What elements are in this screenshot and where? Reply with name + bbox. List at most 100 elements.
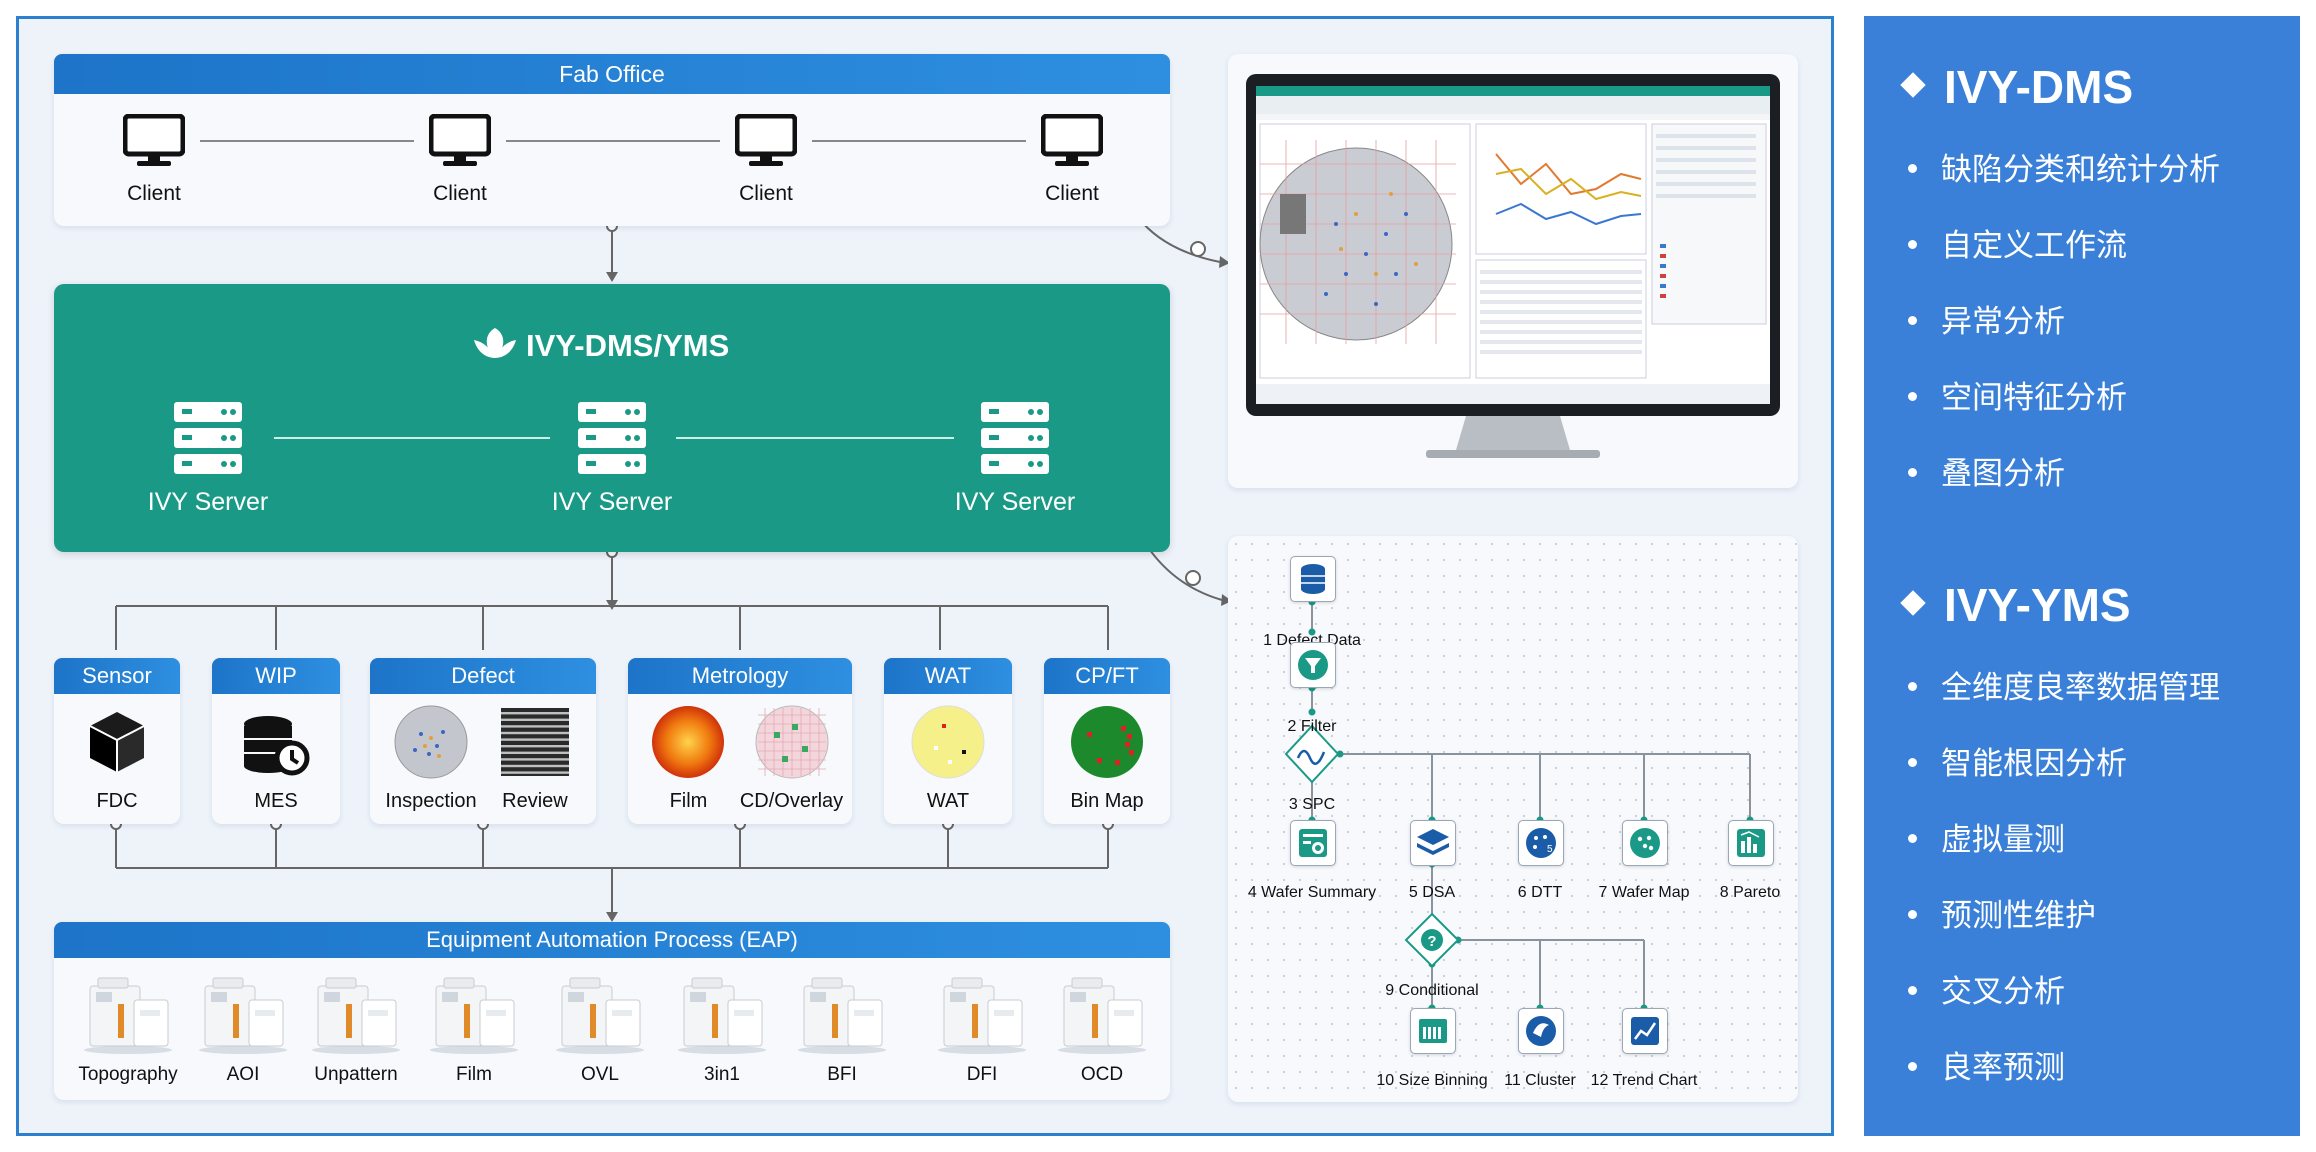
wat-wafer-icon: [911, 705, 985, 779]
workflow-node-1[interactable]: [1290, 556, 1336, 602]
workflow-links: ?: [1284, 598, 1754, 1012]
eap-panel: Equipment Automation Process (EAP) Topog…: [54, 922, 1170, 1100]
yms-title: IVY-YMS: [1944, 579, 2131, 631]
dms-feature-label: 自定义工作流: [1941, 228, 2127, 263]
diamond-bullet-icon: [1900, 72, 1926, 98]
dms-feature-item: 自定义工作流: [1908, 220, 2127, 265]
dms-feature-item: 异常分析: [1908, 296, 2065, 341]
source-wip-panel: WIP MES: [212, 658, 340, 824]
cluster-icon: [1526, 1016, 1556, 1046]
eap-tool-label: Topography: [78, 1064, 178, 1085]
eap-tool-label: Unpattern: [314, 1064, 398, 1085]
equipment-tool-icon: [556, 977, 644, 1054]
monitor-icon: [735, 114, 797, 166]
yms-feature-item: 良率预测: [1908, 1042, 2065, 1087]
monitor-icon: [123, 114, 185, 166]
workflow-node-label: 6 DTT: [1517, 884, 1563, 901]
source-item-label: Inspection: [385, 790, 477, 812]
client-label: Client: [127, 182, 181, 205]
source-item-label: MES: [254, 790, 298, 812]
bullet-icon: [1908, 986, 1917, 996]
dms-feature-label: 异常分析: [1941, 304, 2065, 339]
server-links: [274, 437, 954, 439]
workflow-node-10[interactable]: [1410, 1008, 1456, 1054]
yms-feature-label: 良率预测: [1941, 1050, 2065, 1085]
cd-overlay-wafer-icon: [755, 705, 829, 779]
equipment-tool-icon: [430, 977, 518, 1054]
yms-feature-label: 交叉分析: [1941, 974, 2065, 1009]
workflow-node-3[interactable]: [1286, 728, 1338, 780]
bullet-icon: [1908, 834, 1917, 844]
dtt-icon: 5: [1526, 828, 1556, 858]
wafer-map-icon: [1630, 828, 1660, 858]
bullet-icon: [1908, 316, 1917, 326]
workflow-node-label: 2 Filter: [1287, 718, 1337, 735]
bullet-icon: [1908, 1062, 1917, 1072]
monitor-icon: [429, 114, 491, 166]
workflow-node-2[interactable]: [1290, 642, 1336, 688]
workflow-node-12[interactable]: [1622, 1008, 1668, 1054]
workflow-node-8[interactable]: [1728, 820, 1774, 866]
dms-feature-label: 叠图分析: [1941, 456, 2065, 491]
yms-feature-item: 全维度良率数据管理: [1908, 662, 2220, 707]
yms-heading: IVY-YMS: [1900, 578, 2131, 632]
source-header: Defect: [370, 658, 596, 694]
workflow-node-label: 3 SPC: [1288, 796, 1336, 813]
equipment-tool-icon: [199, 977, 287, 1054]
layers-icon: [1417, 829, 1449, 855]
workflow-node-label: 4 Wafer Summary: [1247, 884, 1377, 901]
workflow-node-label: 8 Pareto: [1719, 884, 1781, 901]
workflow-node-5[interactable]: [1410, 820, 1456, 866]
source-header: Sensor: [54, 658, 180, 694]
source-header: WIP: [212, 658, 340, 694]
svg-text:5: 5: [1547, 844, 1553, 855]
dms-feature-label: 空间特征分析: [1941, 380, 2127, 415]
defect-wafer-icon: [394, 705, 468, 779]
bullet-icon: [1908, 910, 1917, 920]
eap-tool-label: AOI: [226, 1064, 260, 1085]
film-thickness-wafer-icon: [652, 706, 725, 778]
monitor-screenshot: [1246, 74, 1780, 458]
size-binning-icon: [1419, 1019, 1447, 1043]
workflow-node-6[interactable]: 5: [1518, 820, 1564, 866]
workflow-node-4[interactable]: [1290, 820, 1336, 866]
source-item-label: CD/Overlay: [739, 790, 844, 812]
database-clock-icon: [244, 716, 310, 776]
equipment-tool-icon: [678, 977, 766, 1054]
bullet-icon: [1908, 758, 1917, 768]
dms-feature-label: 缺陷分类和统计分析: [1941, 152, 2220, 187]
equipment-tool-icon: [798, 977, 886, 1054]
server-label: IVY Server: [147, 488, 269, 516]
bullet-icon: [1908, 164, 1917, 174]
server-icon: [981, 402, 1049, 474]
yms-feature-label: 智能根因分析: [1941, 746, 2127, 781]
workflow-node-label: 1 Defect Data: [1263, 632, 1361, 649]
eap-tool-label: BFI: [827, 1064, 857, 1085]
diamond-bullet-icon: [1900, 590, 1926, 616]
bin-map-wafer-icon: [1071, 706, 1143, 778]
workflow-node-7[interactable]: [1622, 820, 1668, 866]
source-item-label: FDC: [96, 790, 138, 812]
dms-feature-item: 缺陷分类和统计分析: [1908, 144, 2220, 189]
source-header: WAT: [884, 658, 1012, 694]
trend-chart-icon: [1631, 1017, 1659, 1045]
dms-feature-item: 空间特征分析: [1908, 372, 2127, 417]
source-header: CP/FT: [1044, 658, 1170, 694]
source-item-label: Film: [669, 790, 708, 812]
client-label: Client: [1045, 182, 1099, 205]
software-preview-panel: [1228, 54, 1798, 488]
wafer-summary-icon: [1299, 829, 1327, 857]
equipment-tool-icon: [312, 977, 400, 1054]
workflow-node-9[interactable]: [1406, 914, 1458, 966]
server-label: IVY Server: [551, 488, 673, 516]
leaf-logo-icon: [474, 328, 516, 358]
workflow-node-11[interactable]: [1518, 1008, 1564, 1054]
server-label: IVY Server: [954, 488, 1076, 516]
workflow-node-label: 7 Wafer Map: [1598, 884, 1690, 901]
yms-feature-item: 虚拟量测: [1908, 814, 2065, 859]
client-links: [200, 140, 1026, 142]
